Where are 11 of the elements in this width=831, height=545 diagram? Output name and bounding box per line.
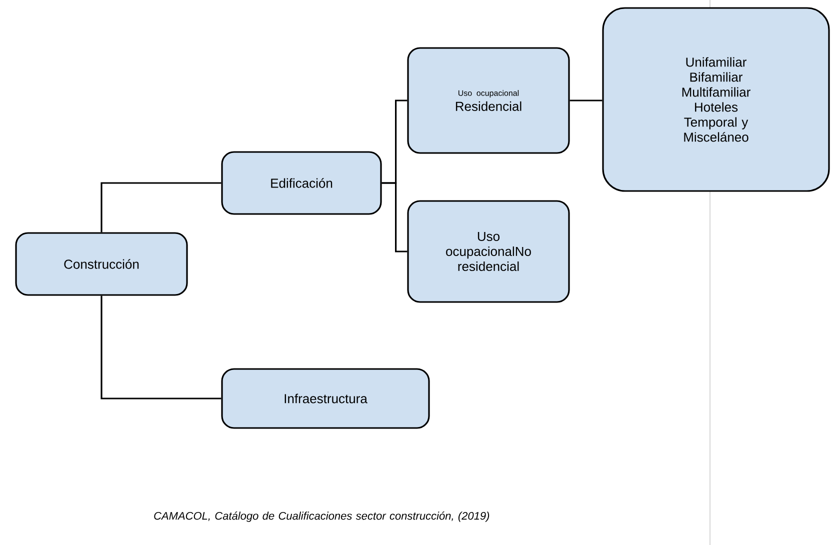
process-box: Uso ocupacionalNo residencial	[407, 200, 570, 303]
connector-line	[100, 296, 222, 400]
connector-line	[100, 182, 222, 232]
caption: CAMACOL, Catálogo de Cualificaciones sector construcción, (2019)	[154, 512, 490, 522]
process-box: Construcción	[15, 232, 188, 296]
process-box: Edificación	[221, 151, 382, 215]
process-box: Unifamiliar Bifamiliar Multifamiliar Hoteles Temporal y Misceláneo	[602, 7, 830, 192]
process-box: Infraestructura	[221, 368, 430, 429]
connector-line	[382, 182, 408, 252]
process-box: Uso ocupacional Residencial	[407, 47, 570, 154]
connector-line	[570, 100, 602, 102]
